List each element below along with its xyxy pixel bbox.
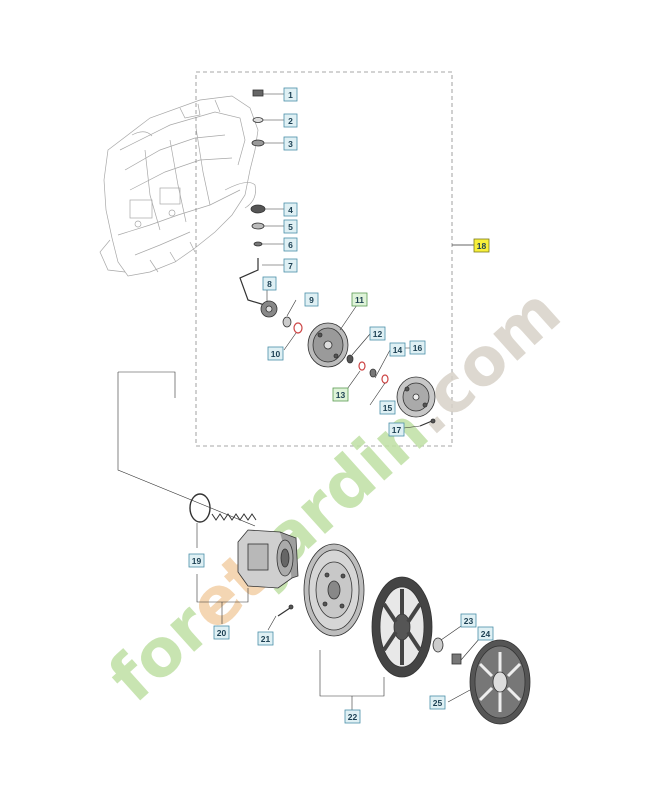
svg-text:9: 9 [309, 295, 314, 305]
callout-12: 12 [369, 326, 386, 341]
svg-text:23: 23 [464, 616, 474, 626]
part-nut-small [451, 653, 462, 665]
part-washer-small [432, 637, 444, 653]
callouts: 1 2 3 4 5 6 7 8 9 10 11 12 13 14 15 16 1… [188, 87, 494, 724]
callout-13: 13 [332, 387, 349, 402]
callout-16: 16 [409, 340, 426, 355]
svg-text:7: 7 [288, 261, 293, 271]
svg-text:4: 4 [288, 205, 293, 215]
svg-text:10: 10 [271, 349, 281, 359]
svg-text:22: 22 [348, 712, 358, 722]
shaft-parts [239, 89, 284, 307]
callout-15: 15 [379, 400, 396, 415]
part-nut [252, 89, 264, 97]
callout-25: 25 [429, 695, 446, 710]
callout-14: 14 [389, 342, 406, 357]
callout-22: 22 [344, 709, 361, 724]
callout-8: 8 [262, 276, 277, 291]
callout-4: 4 [283, 202, 298, 217]
svg-text:21: 21 [261, 634, 271, 644]
callout-5: 5 [283, 219, 298, 234]
part-tire [371, 576, 433, 678]
svg-text:20: 20 [217, 628, 227, 638]
callout-17: 17 [388, 422, 405, 437]
svg-text:14: 14 [393, 345, 403, 355]
kit-boundary [195, 71, 474, 447]
callout-19: 19 [188, 553, 205, 568]
part-hubcap [469, 639, 531, 725]
part-bearing [250, 204, 266, 214]
svg-text:11: 11 [355, 295, 364, 305]
svg-text:1: 1 [288, 90, 293, 100]
callout-11: 11 [351, 292, 368, 307]
callout-3: 3 [283, 136, 298, 151]
callout-6: 6 [283, 237, 298, 252]
part-spacer [251, 222, 265, 230]
svg-text:12: 12 [373, 329, 383, 339]
svg-text:19: 19 [192, 556, 202, 566]
callout-21: 21 [257, 631, 274, 646]
callout-7: 7 [283, 258, 298, 273]
part-oring [189, 493, 211, 523]
callout-20: 20 [213, 625, 230, 640]
svg-text:13: 13 [336, 390, 346, 400]
callout-18: 18 [473, 238, 490, 253]
svg-text:25: 25 [433, 698, 443, 708]
chassis-sketch [99, 95, 259, 277]
callout-24: 24 [477, 626, 494, 641]
watermark-suffix: .com [391, 273, 575, 450]
svg-text:2: 2 [288, 116, 293, 126]
part-ring [253, 241, 263, 247]
svg-text:8: 8 [267, 279, 272, 289]
callout-9: 9 [304, 292, 319, 307]
callout-10: 10 [267, 346, 284, 361]
part-bushing [251, 139, 265, 147]
svg-text:6: 6 [288, 240, 293, 250]
callout-2: 2 [283, 113, 298, 128]
svg-text:18: 18 [477, 241, 487, 251]
svg-text:15: 15 [383, 403, 393, 413]
svg-text:24: 24 [481, 629, 491, 639]
part-spring [211, 513, 257, 521]
svg-text:16: 16 [413, 343, 423, 353]
svg-text:17: 17 [392, 425, 402, 435]
callout-1: 1 [283, 87, 298, 102]
part-gearbox [237, 529, 299, 589]
svg-text:5: 5 [288, 222, 293, 232]
coupling-parts [260, 283, 436, 429]
wheel-assembly [117, 371, 531, 725]
part-wheel-rim [303, 543, 365, 637]
svg-text:3: 3 [288, 139, 293, 149]
callout-23: 23 [460, 613, 477, 628]
part-washer [252, 117, 264, 123]
part-rod [239, 258, 269, 307]
